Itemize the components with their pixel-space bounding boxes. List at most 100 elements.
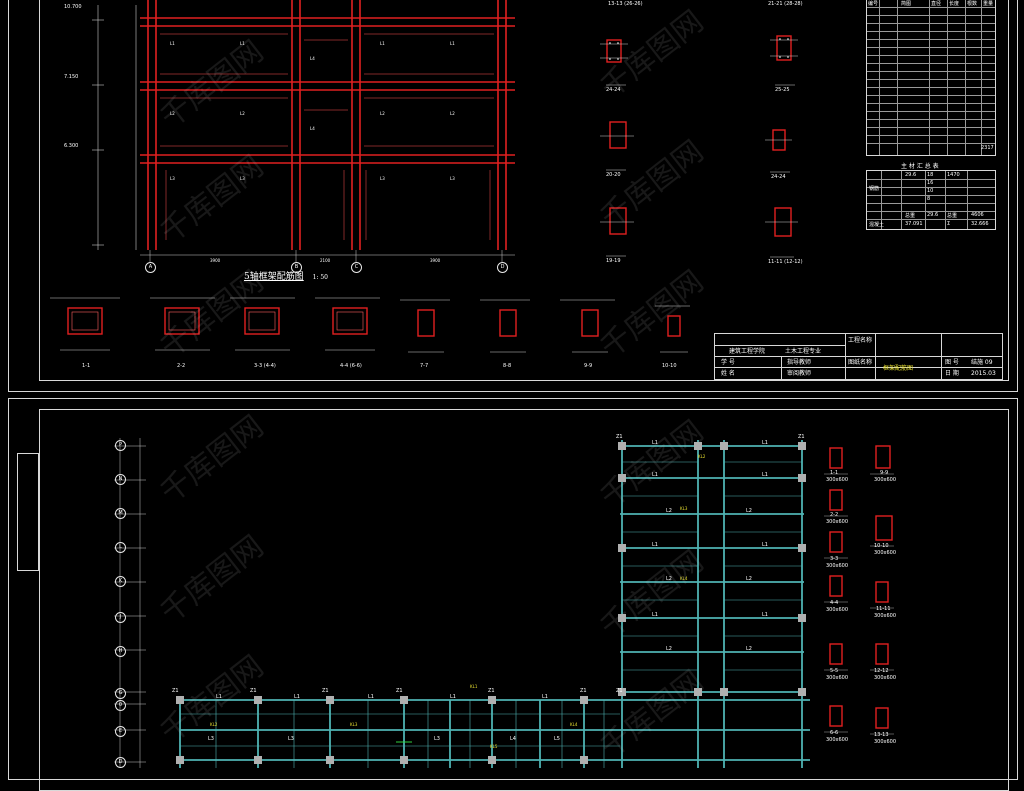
rebar-schedule-table: 编号 简图 直径 长度 根数 重量 2317 [866, 0, 996, 156]
section-caption: 10-10 [662, 363, 677, 369]
section-caption: 2-2 [177, 363, 186, 369]
column-mark: Z1 [396, 688, 403, 694]
svg-text:L1: L1 [294, 694, 300, 700]
section-caption: 8-8 [503, 363, 512, 369]
rebar-table-header: 长度 [949, 1, 960, 7]
svg-text:L1: L1 [762, 472, 768, 478]
section-caption: 13-13 [874, 732, 889, 738]
title-block-date-value: 2015.03 [971, 370, 996, 377]
svg-text:KL3: KL3 [350, 722, 358, 727]
svg-text:KL2: KL2 [698, 454, 706, 459]
drawing-scale: 1: 50 [312, 274, 328, 281]
column-section-details-lower [824, 445, 894, 735]
sidebar-strip [17, 453, 39, 571]
row-axis-bubble: D [115, 757, 126, 768]
column-mark: Z1 [250, 688, 257, 694]
section-caption: 4-4 (6-6) [340, 363, 362, 369]
svg-text:L2: L2 [666, 576, 672, 582]
svg-text:L1: L1 [652, 612, 658, 618]
title-block-no-label: 图 号 [945, 359, 959, 366]
column-mark: Z1 [488, 688, 495, 694]
section-size: 300x600 [874, 613, 897, 619]
summary-footer: 混凝土 [869, 222, 885, 228]
elevation-label: 10.700 [64, 4, 82, 10]
title-block-date-label: 日 期 [945, 370, 959, 377]
summary-total: 总重 [947, 213, 958, 219]
section-caption: 4-4 [830, 600, 839, 606]
rebar-table-header: 重量 [983, 1, 994, 7]
svg-text:L1: L1 [652, 440, 658, 446]
svg-text:L1: L1 [240, 41, 245, 46]
row-axis-bubble: E [115, 726, 126, 737]
column-mark: Z1 [798, 434, 805, 440]
svg-text:L2: L2 [746, 576, 752, 582]
section-caption: 24-24 [606, 87, 621, 93]
svg-text:L2: L2 [746, 646, 752, 652]
summary-value: 1470 [947, 172, 960, 178]
section-caption: 24-24 [771, 174, 786, 180]
column-section-details [50, 297, 690, 353]
section-caption: 6-6 [830, 730, 839, 736]
row-axis-bubble: K [115, 576, 126, 587]
svg-text:L3: L3 [450, 176, 455, 181]
grid-axis-bubble: B [291, 262, 302, 273]
section-caption: 19-19 [606, 258, 621, 264]
row-axis-bubble: 0 [115, 700, 126, 711]
svg-text:KL4: KL4 [680, 576, 688, 581]
summary-total: 4606 [971, 212, 984, 218]
svg-text:L2: L2 [450, 111, 455, 116]
row-axis-bubble: G [115, 688, 126, 699]
section-caption: 20-20 [606, 172, 621, 178]
section-size: 300x600 [826, 477, 849, 483]
column-mark: Z1 [616, 434, 623, 440]
drawing-title: 5轴框架配筋图 1: 50 [244, 269, 328, 282]
top-drawing-sheet [8, 0, 1018, 392]
svg-text:L1: L1 [762, 612, 768, 618]
svg-text:L5: L5 [554, 736, 560, 742]
svg-text:L3: L3 [434, 736, 440, 742]
summary-value: 10 [927, 188, 934, 194]
svg-text:3900: 3900 [210, 258, 221, 263]
summary-row-label: 钢筋 [869, 186, 880, 192]
elevation-label: 6.300 [64, 143, 79, 149]
svg-text:KL5: KL5 [490, 744, 498, 749]
svg-text:L2: L2 [666, 508, 672, 514]
svg-text:KL2: KL2 [210, 722, 218, 727]
section-caption: 11-11 (12-12) [768, 259, 803, 265]
svg-text:L2: L2 [170, 111, 175, 116]
section-caption: 13-13 (26-26) [608, 1, 643, 7]
rebar-table-total: 2317 [981, 145, 994, 151]
section-size: 300x600 [826, 519, 849, 525]
title-block-reviewer: 审阅教师 [787, 370, 812, 377]
row-axis-bubble: H [115, 646, 126, 657]
svg-text:L1: L1 [216, 694, 222, 700]
grid-axis-bubble: D [497, 262, 508, 273]
section-caption: 1-1 [82, 363, 91, 369]
section-size: 300x600 [826, 607, 849, 613]
svg-text:L4: L4 [510, 736, 516, 742]
rebar-table-header: 编号 [868, 1, 879, 7]
svg-text:L1: L1 [762, 440, 768, 446]
rebar-table-header: 简图 [901, 1, 912, 7]
section-size: 300x600 [826, 563, 849, 569]
summary-footer: 32.666 [971, 221, 989, 227]
summary-total: 总重 [905, 213, 916, 219]
svg-text:L1: L1 [170, 41, 175, 46]
section-caption: 10-10 [874, 543, 889, 549]
section-size: 300x600 [874, 550, 897, 556]
svg-text:L1: L1 [450, 694, 456, 700]
title-block-major: 土木工程专业 [785, 348, 822, 355]
title-block: 建筑工程学院 土木工程专业 学 号 姓 名 指导教师 审阅教师 工程名称 图纸名… [714, 333, 1003, 380]
svg-text:L1: L1 [652, 542, 658, 548]
section-caption: 3-3 [830, 556, 839, 562]
summary-table-title: 主 材 汇 总 表 [901, 163, 939, 170]
row-axis-bubble: M [115, 508, 126, 519]
summary-total: 29.6 [927, 212, 939, 218]
row-axis-bubble: J [115, 612, 126, 623]
svg-text:KL3: KL3 [680, 506, 688, 511]
section-size: 300x600 [826, 675, 849, 681]
summary-footer: Σ [947, 221, 951, 227]
svg-text:L2: L2 [240, 111, 245, 116]
beam-section-details-upper [600, 35, 798, 258]
